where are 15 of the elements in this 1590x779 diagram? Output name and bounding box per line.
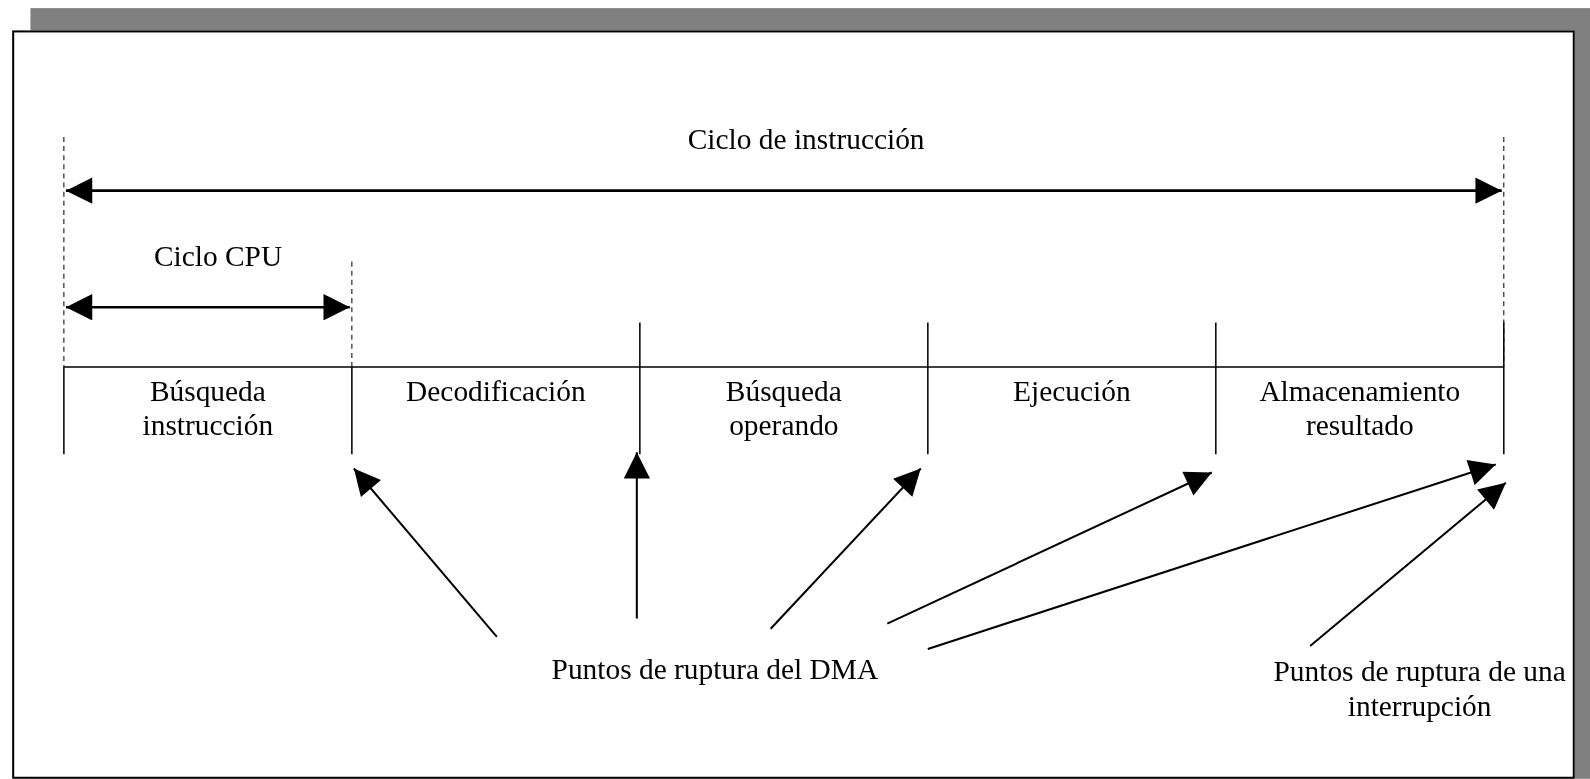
phase-label: Búsqueda operando [724,373,843,443]
dimension-label: Ciclo CPU [152,238,284,273]
callout-text: Puntos de ruptura del DMA [550,652,880,687]
phase-label: Búsqueda instrucción [141,373,275,443]
arrow [927,460,1496,650]
arrow [1309,481,1507,647]
phase-label: Decodificación [405,373,587,408]
arrow [623,452,650,619]
arrow [886,471,1213,625]
callout-text: Puntos de ruptura de una interrupción [1272,654,1567,723]
phase-label: Almacenamiento resultado [1258,373,1462,443]
arrow [769,467,922,630]
arrow [353,467,498,638]
phase-label: Ejecución [1012,373,1132,408]
dimension-label: Ciclo de instrucción [686,121,926,157]
